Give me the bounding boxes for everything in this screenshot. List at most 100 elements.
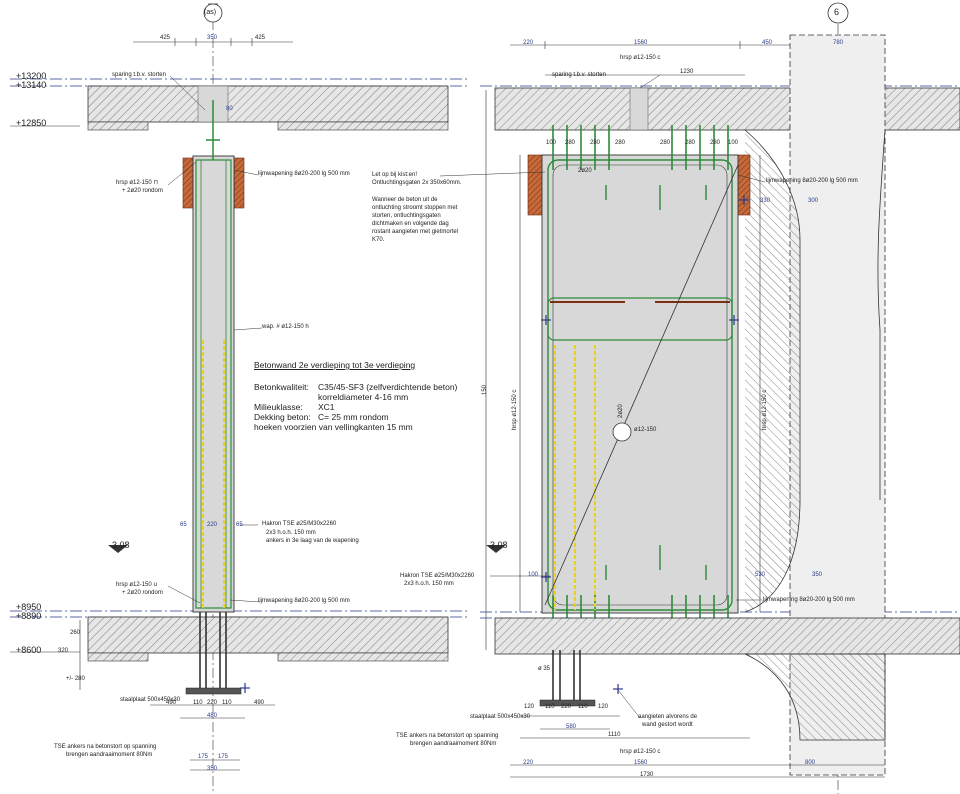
left-dim-65b: 65 — [236, 522, 243, 528]
left-dim-220: 220 — [207, 522, 218, 528]
right-warn-2: ontluchting stroomt stoppen met — [372, 205, 458, 211]
left-dim-65a: 65 — [180, 522, 187, 528]
right-bot-dim3-1: 220 — [523, 760, 534, 766]
right-axis-bubble — [827, 2, 849, 24]
right-row-dim-8: 100 — [728, 140, 739, 146]
left-bot-dim-350: 350 — [207, 766, 218, 772]
right-aang-2: wand gestort wordt — [642, 722, 693, 728]
left-hrsp-bot: hrsp ø12-150 ∪ — [116, 582, 158, 588]
left-top-slab — [87, 85, 449, 123]
right-row-dim-5: 280 — [660, 140, 671, 146]
level-8600: +8600 — [16, 645, 42, 655]
left-hrsp-top2: + 2ø20 rondom — [122, 188, 163, 194]
left-top-dim-3: 425 — [255, 35, 266, 41]
right-hrsp-right: hrsp ø12-150 c — [762, 389, 768, 430]
right-dim-100: 100 — [528, 572, 539, 578]
right-dim-150: 150 — [482, 384, 488, 395]
left-wall — [192, 155, 235, 613]
right-bot-dim-2: 110 — [545, 704, 555, 710]
left-lijm-bot: lijmwapening 8ø20-200 lg 500 mm — [258, 598, 350, 604]
left-top-dim-1: 425 — [160, 35, 171, 41]
left-section-arrow — [108, 545, 128, 553]
right-aang-1: aangieten alvorens de — [638, 714, 698, 720]
right-axis-label: 6 — [834, 7, 840, 17]
right-o35: ø 35 — [538, 666, 551, 672]
wall-notes: Betonwand 2e verdieping tot 3e verdiepin… — [254, 360, 457, 432]
left-hakron-1: Hakron TSE ø25/M30x2260 — [262, 521, 337, 527]
left-hrsp-bot2: + 2ø20 rondom — [122, 590, 163, 596]
right-section-mark: 3.08 — [490, 540, 508, 550]
right-top-dim-4: 780 — [833, 40, 844, 46]
right-warn-1: Wanneer de beton uit de — [372, 197, 438, 203]
right-lijm-bot: lijmwapening 8ø20-200 lg 500 mm — [763, 597, 855, 603]
left-bot-dim-175a: 175 — [198, 754, 209, 760]
notes-k3: Dekking beton: — [254, 412, 311, 422]
left-bot-dim-1: 490 — [166, 700, 177, 706]
right-lijm-top: lijmwapening 8ø20-200 lg 500 mm — [766, 178, 858, 184]
right-bot-dim-1110: 1110 — [608, 732, 621, 738]
right-top-slab — [494, 87, 960, 131]
left-bot-dim-2: 110 — [193, 700, 203, 706]
left-hrsp-top: hrsp ø12-150 ⊓ — [116, 180, 159, 186]
right-bot-dim-580: 580 — [566, 724, 577, 730]
left-top-dim-2: 350 — [207, 35, 218, 41]
right-steel-plate — [539, 699, 596, 707]
right-bot-dim3-2: 1560 — [634, 760, 648, 766]
right-center-o12: ø12-150 — [634, 427, 657, 433]
right-bot-dim-5: 120 — [598, 704, 609, 710]
level-12850: +12850 — [16, 118, 47, 128]
right-tse-2: brengen aandraaimoment 80Nm — [410, 741, 497, 747]
left-lijm-top: lijmwapening 8ø20-200 lg 500 mm — [258, 171, 350, 177]
level-8890: +8890 — [16, 611, 42, 621]
left-axis-label: (as) — [204, 9, 217, 16]
left-bottom-slab — [87, 616, 449, 654]
right-row-dim-2: 280 — [565, 140, 576, 146]
left-steel-plate — [185, 687, 242, 695]
right-top-dim-2: 1560 — [634, 40, 648, 46]
right-dim-350: 350 — [812, 572, 823, 578]
left-sparing-label: sparing t.b.v. storten — [112, 72, 166, 78]
right-letop-1: Let op bij kist:en! — [372, 172, 418, 178]
left-staalplaat: staalplaat 500x450x30 — [120, 697, 181, 703]
right-top-dim-1: 220 — [523, 40, 534, 46]
right-warn-3: storten, ontluchtingsgaten — [372, 213, 441, 219]
level-8950: +8950 — [16, 602, 42, 612]
left-bot-dim-5: 490 — [254, 700, 265, 706]
right-warn-5: rostant aangieten met gietmortel — [372, 229, 459, 235]
right-row-dim-4: 280 — [615, 140, 626, 146]
right-bot-dim-1730: 1730 — [640, 772, 654, 778]
right-top-dim-3: 450 — [762, 40, 773, 46]
notes-title: Betonwand 2e verdieping tot 3e verdiepin… — [254, 360, 416, 370]
left-brick-r — [233, 157, 245, 209]
right-center-circle — [612, 422, 632, 442]
right-hakron-1: Hakron TSE ø25/M30x2260 — [400, 573, 475, 579]
right-bot-dim3-3: 800 — [805, 760, 816, 766]
right-row-dim-3: 280 — [590, 140, 601, 146]
right-staalplaat: staalplaat 500x450x30 — [470, 714, 531, 720]
right-tse-1: TSE ankers na betonstort op spanning — [396, 733, 499, 739]
notes-k1: Betonkwaliteit: — [254, 382, 309, 392]
right-sparing: sparing t.b.v. storten — [552, 72, 606, 78]
left-dim-80: 80 — [226, 106, 233, 112]
right-dim-530: 530 — [755, 572, 766, 578]
left-bot-dim-4: 110 — [222, 700, 232, 706]
right-center-2o20: 2ø20 — [618, 404, 624, 418]
right-section-arrow — [486, 545, 506, 553]
right-hrsp-top: hrsp ø12-150 c — [620, 55, 661, 61]
notes-v1b: korreldiameter 4-16 mm — [318, 392, 409, 402]
right-dim-300: 300 — [808, 198, 819, 204]
notes-v3: C= 25 mm rondom — [318, 412, 389, 422]
left-tse-2: brengen aandraaimoment 80Nm — [66, 752, 153, 758]
left-tse-1: TSE ankers na betonstort op spanning — [54, 744, 157, 750]
right-bottom-slab — [494, 617, 960, 655]
right-row-dim-7: 280 — [710, 140, 721, 146]
notes-v1: C35/45-SF3 (zelfverdichtende beton) — [318, 382, 458, 392]
left-wap-label: wap. # ø12-150 h — [262, 324, 309, 330]
right-warn-4: dichtmaken en volgende dag — [372, 221, 449, 227]
left-bot-dim-175b: 175 — [218, 754, 229, 760]
right-bot-dim-4: 110 — [578, 704, 588, 710]
left-bot-dim-3: 220 — [207, 700, 218, 706]
right-letop-2: Ontluchtingsgaten 2x 350x60mm. — [372, 180, 462, 186]
left-hakron-3: ankers in 3e laag van de wapening — [266, 538, 359, 544]
